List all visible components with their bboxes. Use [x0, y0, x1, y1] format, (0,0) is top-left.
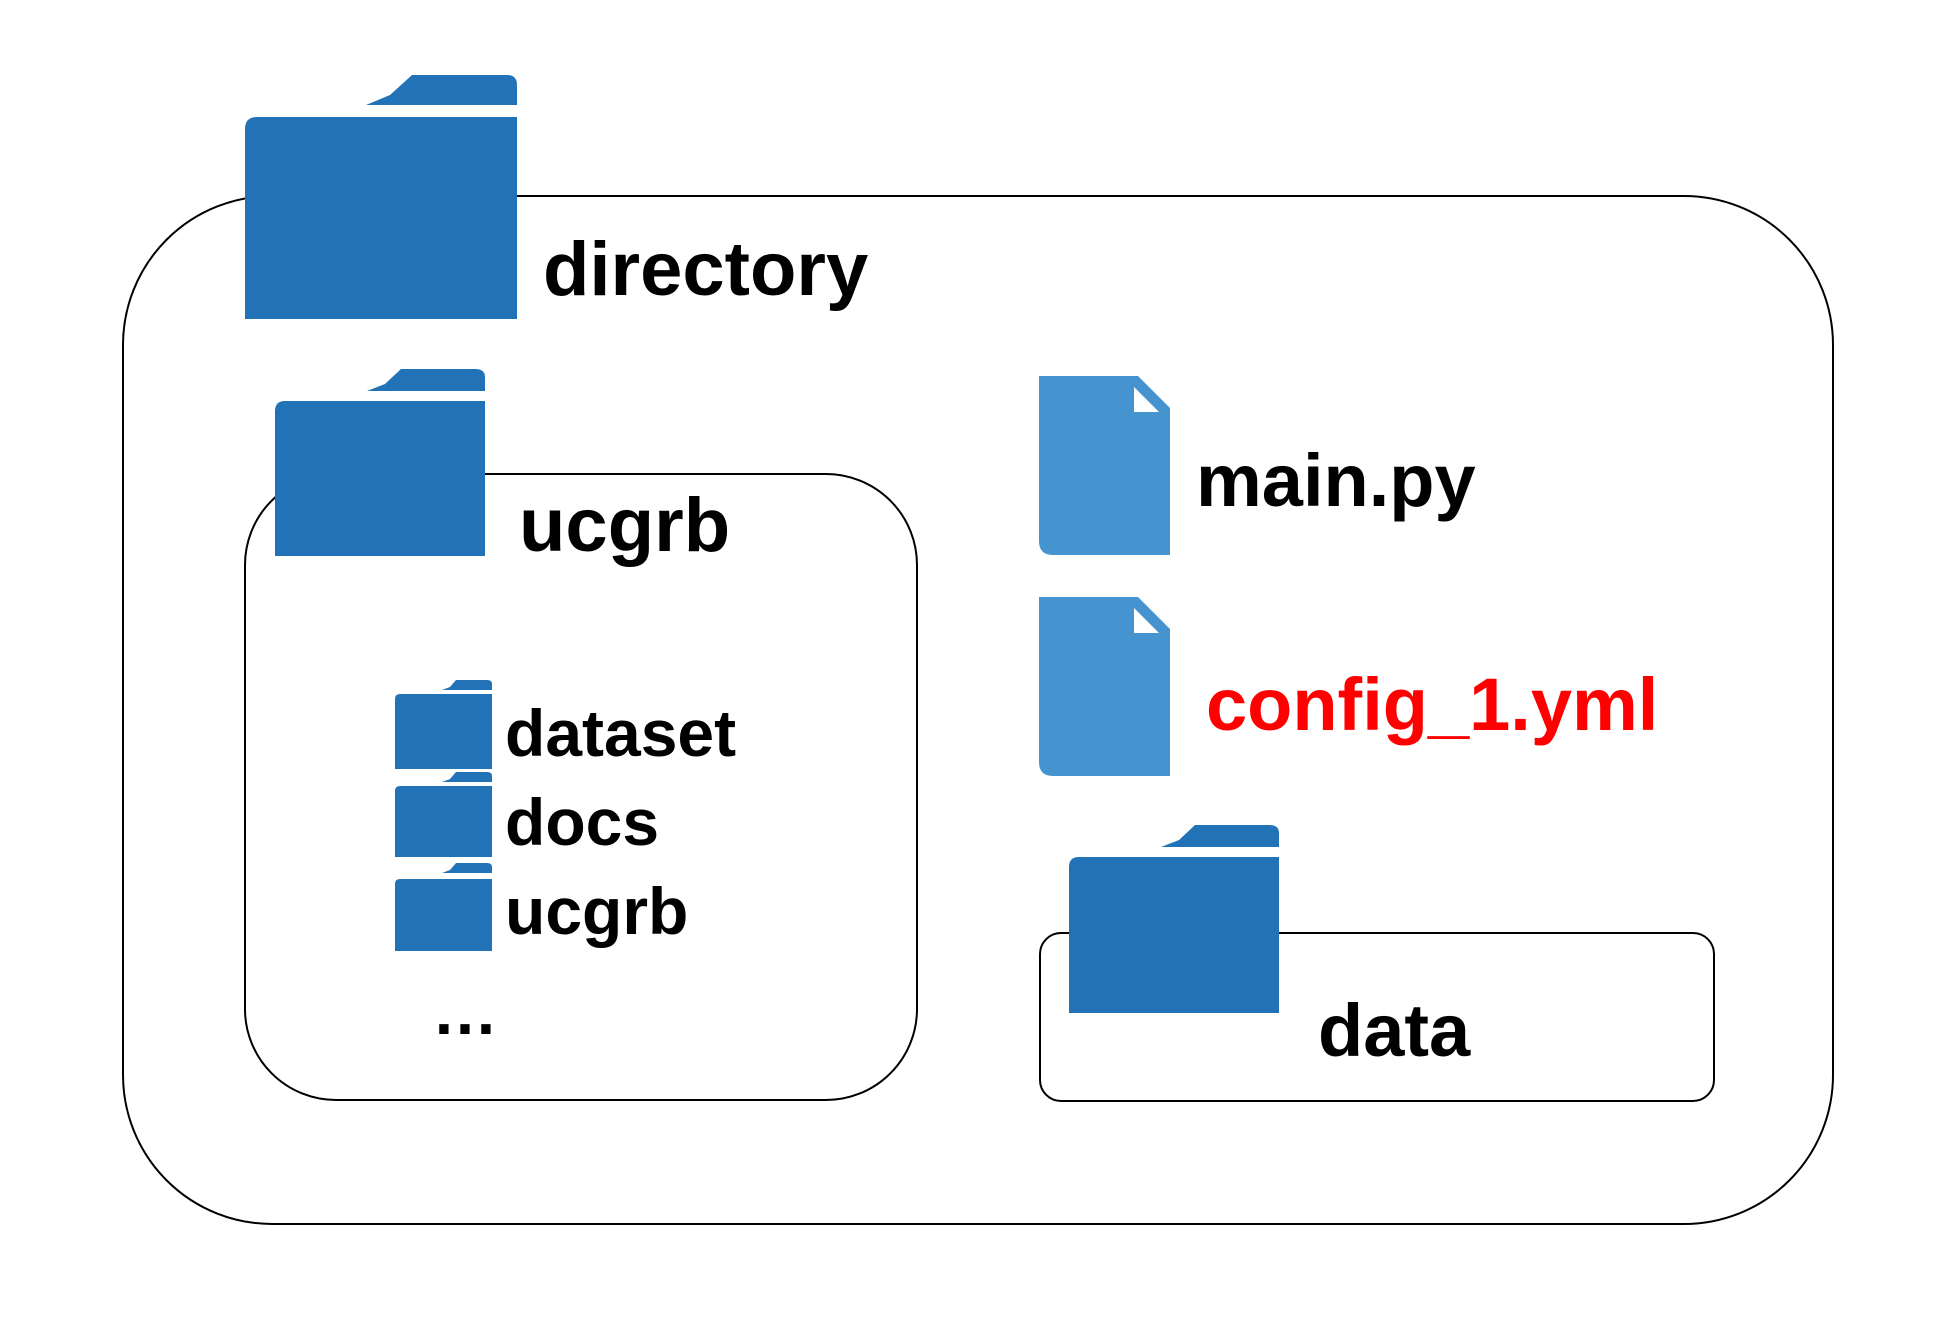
config-file-icon	[1039, 597, 1170, 776]
main-py-file-label: main.py	[1196, 439, 1476, 522]
root-folder-icon	[245, 75, 517, 319]
directory-container	[122, 195, 1834, 1225]
data-folder-label: data	[1318, 989, 1471, 1072]
main-py-file-icon	[1039, 376, 1170, 555]
child-folder-label: dataset	[505, 696, 737, 770]
root-folder-label: directory	[543, 227, 869, 312]
ucgrb-folder-icon	[275, 369, 485, 556]
dataset-folder-icon	[395, 680, 492, 769]
more-items-ellipsis: …	[432, 974, 498, 1048]
child-folder-label: docs	[505, 785, 660, 859]
ucgrb-folder-label: ucgrb	[519, 483, 731, 568]
docs-folder-icon	[395, 772, 492, 857]
ucgrb-container	[244, 473, 918, 1101]
child-folder-label: ucgrb	[505, 874, 689, 948]
ucgrb-subfolder-icon	[395, 863, 492, 951]
data-folder-icon	[1069, 825, 1279, 1013]
config-file-label: config_1.yml	[1206, 663, 1659, 746]
data-container	[1039, 932, 1715, 1102]
